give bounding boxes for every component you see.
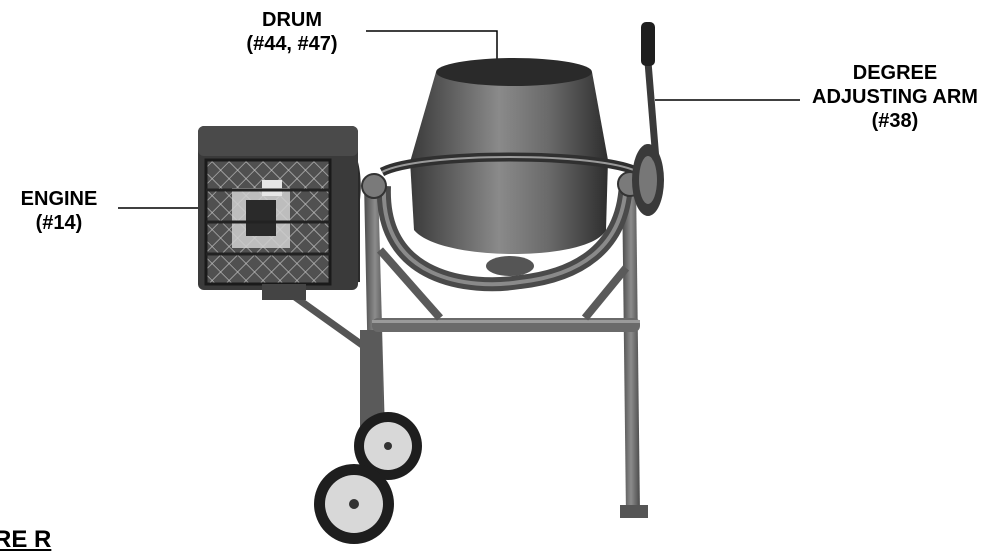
drum-leader-line (366, 30, 498, 62)
drum-body (410, 160, 608, 254)
engine-mount (262, 284, 306, 300)
adjusting-arm-grip (641, 22, 655, 66)
right-foot (620, 505, 648, 518)
figure-caption: RE R (0, 526, 52, 553)
adjusting-arm-callout-line1: DEGREE (852, 62, 938, 84)
adjusting-arm-callout-line2: ADJUSTING ARM (812, 86, 978, 108)
rear-strut (285, 289, 375, 355)
engine-callout: ENGINE (#14) (4, 187, 114, 235)
engine-callout-name: ENGINE (20, 188, 98, 210)
drum-cone (410, 62, 608, 162)
drum-callout-name: DRUM (262, 9, 322, 31)
drum-mouth (436, 58, 592, 86)
left-pivot-hub (361, 173, 387, 199)
drum-callout-parts: (#44, #47) (246, 33, 338, 55)
left-diagonal-brace (377, 247, 443, 321)
right-diagonal-brace (581, 265, 630, 321)
drum-bottom-boss (486, 256, 534, 276)
drum-callout: DRUM (#44, #47) (222, 8, 362, 56)
engine-callout-parts: (#14) (35, 212, 83, 234)
back-wheel (354, 412, 422, 480)
adjusting-arm-callout: DEGREE ADJUSTING ARM (#38) (800, 61, 990, 133)
right-leg (622, 180, 640, 515)
front-wheel (314, 464, 394, 544)
adjusting-arm-shaft (644, 61, 660, 161)
adjusting-arm-callout-parts: (#38) (871, 110, 919, 132)
